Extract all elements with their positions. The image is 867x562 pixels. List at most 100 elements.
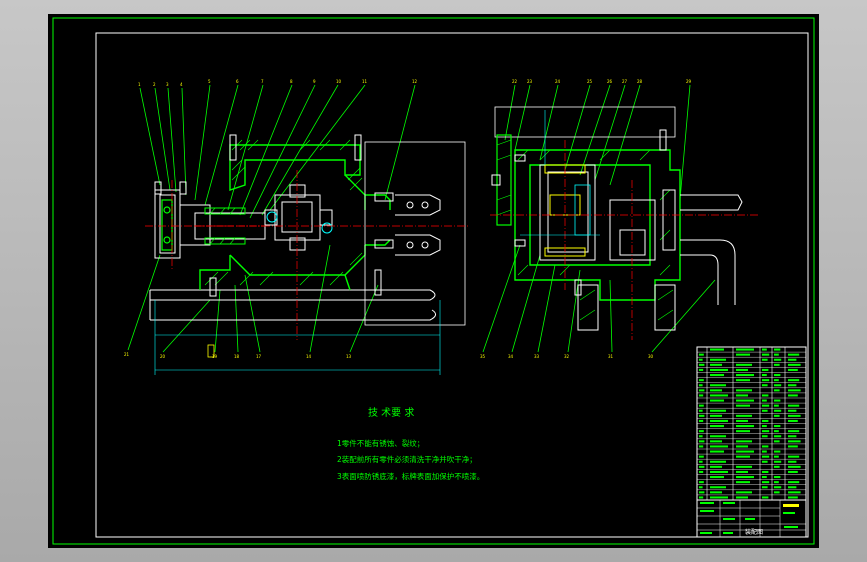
parts-cell-mark <box>762 430 770 433</box>
parts-cell-mark <box>736 425 754 428</box>
tech-req-item-2: 2装配前所有零件必须清洗干净并吹干净； <box>337 454 477 464</box>
parts-cell-mark <box>788 409 797 412</box>
parts-cell-mark <box>699 389 705 392</box>
parts-cell-mark <box>788 440 801 443</box>
parts-cell-mark <box>762 450 767 453</box>
parts-cell-mark <box>710 374 724 377</box>
parts-cell-mark <box>736 348 754 351</box>
parts-cell-mark <box>788 368 798 371</box>
parts-cell-mark <box>699 409 703 412</box>
parts-cell-mark <box>736 476 754 479</box>
tech-req-title: 技 术要 求 <box>368 406 414 419</box>
parts-cell-mark <box>774 363 780 366</box>
parts-cell-mark <box>762 470 769 473</box>
parts-cell-mark <box>736 450 754 453</box>
title-block: 装配图 <box>696 499 807 538</box>
parts-cell-mark <box>710 445 728 448</box>
parts-cell-mark <box>774 440 780 443</box>
parts-cell-mark <box>762 348 767 351</box>
parts-cell-mark <box>699 414 705 417</box>
parts-cell-mark <box>762 399 767 402</box>
parts-cell-mark <box>710 419 728 422</box>
parts-cell-mark <box>762 496 769 499</box>
parts-cell-mark <box>710 470 728 473</box>
parts-cell-mark <box>788 465 801 468</box>
parts-cell-mark <box>774 430 779 433</box>
svg-text:18: 18 <box>234 354 240 359</box>
svg-text:23: 23 <box>527 79 533 84</box>
parts-cell-mark <box>788 455 800 458</box>
parts-cell-mark <box>774 384 782 387</box>
parts-cell-mark <box>762 486 768 489</box>
parts-cell-mark <box>762 476 767 479</box>
parts-cell-mark <box>699 379 704 382</box>
parts-cell-mark <box>788 430 800 433</box>
svg-text:34: 34 <box>508 354 514 359</box>
parts-cell-mark <box>774 374 781 377</box>
svg-text:32: 32 <box>564 354 570 359</box>
tech-req-item-3: 3表面喷防锈底漆，标牌表面加保护不喷漆。 <box>337 471 484 481</box>
parts-cell-mark <box>762 419 769 422</box>
svg-text:35: 35 <box>480 354 486 359</box>
parts-cell-mark <box>736 419 748 422</box>
parts-cell-mark <box>788 414 801 417</box>
parts-cell-mark <box>788 384 797 387</box>
parts-cell-mark <box>736 470 748 473</box>
parts-cell-mark <box>736 374 754 377</box>
title-block-name: 装配图 <box>745 528 763 536</box>
svg-text:10: 10 <box>336 79 342 84</box>
parts-cell-mark <box>762 409 768 412</box>
parts-cell-mark <box>762 460 768 463</box>
parts-cell-mark <box>699 460 703 463</box>
parts-cell-mark <box>788 435 797 438</box>
svg-text:5: 5 <box>208 79 211 84</box>
parts-cell-mark <box>736 414 752 417</box>
parts-cell-mark <box>788 496 798 499</box>
svg-text:6: 6 <box>236 79 239 84</box>
parts-cell-mark <box>710 440 722 443</box>
parts-cell-mark <box>699 465 705 468</box>
svg-text:1: 1 <box>138 82 141 87</box>
parts-cell-mark <box>699 368 704 371</box>
parts-cell-mark <box>699 481 704 484</box>
svg-text:29: 29 <box>686 79 692 84</box>
parts-cell-mark <box>762 435 768 438</box>
svg-text:30: 30 <box>648 354 654 359</box>
parts-cell-mark <box>710 409 726 412</box>
parts-cell-mark <box>788 404 800 407</box>
parts-cell-mark <box>762 384 768 387</box>
parts-cell-mark <box>788 445 798 448</box>
parts-cell-mark <box>710 435 726 438</box>
svg-text:21: 21 <box>124 352 130 357</box>
parts-cell-mark <box>774 486 782 489</box>
parts-cell-mark <box>699 496 704 499</box>
parts-cell-mark <box>699 394 704 397</box>
svg-text:8: 8 <box>290 79 293 84</box>
parts-cell-mark <box>788 486 797 489</box>
svg-text:13: 13 <box>346 354 352 359</box>
parts-cell-mark <box>774 450 781 453</box>
inner-border <box>95 32 809 538</box>
parts-cell-mark <box>736 440 752 443</box>
parts-cell-mark <box>774 404 779 407</box>
parts-cell-mark <box>736 455 750 458</box>
svg-text:17: 17 <box>256 354 262 359</box>
parts-cell-mark <box>710 384 726 387</box>
parts-cell-mark <box>699 440 705 443</box>
parts-cell-mark <box>736 399 754 402</box>
parts-cell-mark <box>788 389 801 392</box>
parts-cell-mark <box>736 353 750 356</box>
parts-cell-mark <box>762 368 769 371</box>
parts-cell-mark <box>710 491 722 494</box>
parts-cell-mark <box>762 425 767 428</box>
parts-cell-mark <box>762 374 767 377</box>
parts-cell-mark <box>788 470 798 473</box>
parts-cell-mark <box>736 404 750 407</box>
parts-cell-mark <box>774 476 781 479</box>
parts-cell-mark <box>710 476 724 479</box>
parts-cell-mark <box>699 419 704 422</box>
parts-cell-mark <box>788 394 798 397</box>
parts-cell-mark <box>788 379 800 382</box>
